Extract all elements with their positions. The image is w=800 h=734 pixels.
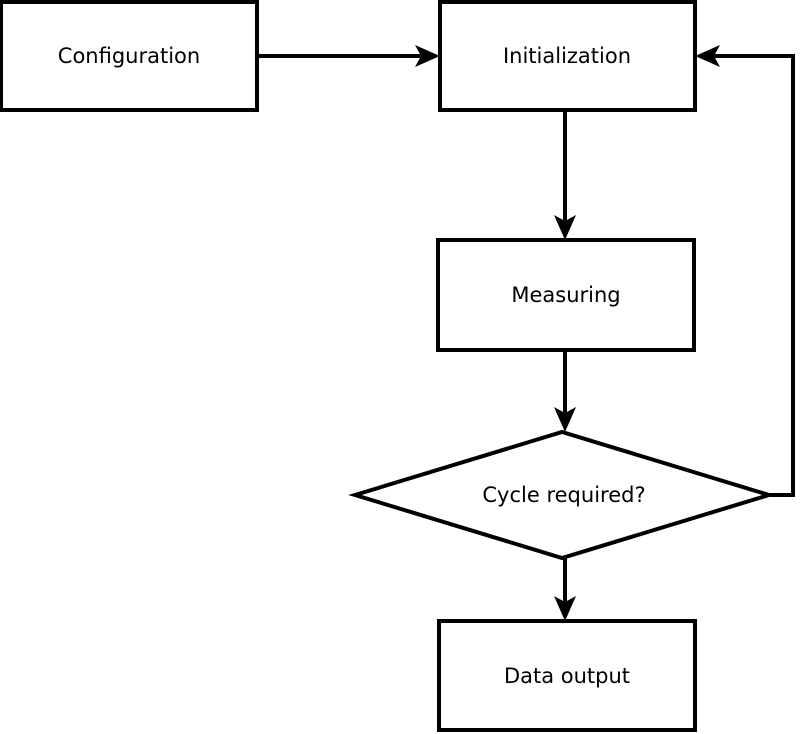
configuration-label: Configuration <box>58 44 200 68</box>
cycle-required-diamond[interactable] <box>348 429 776 561</box>
edge-configuration-to-initialization <box>257 45 440 67</box>
arrowhead-down-cycle-required <box>554 407 576 432</box>
measuring-box[interactable] <box>436 238 696 352</box>
initialization-label: Initialization <box>503 44 631 68</box>
node-measuring[interactable]: Measuring <box>436 238 696 352</box>
edge-line-feedback-loop <box>707 54 795 497</box>
configuration-box[interactable] <box>0 0 259 112</box>
arrowhead-down-data-output <box>554 596 576 621</box>
edge-cycle-required-to-data-output <box>554 556 576 621</box>
node-cycle-required[interactable]: Cycle required? <box>348 429 776 561</box>
node-data-output[interactable]: Data output <box>437 619 697 732</box>
cycle-required-label: Cycle required? <box>482 483 645 507</box>
edge-measuring-to-cycle-required <box>554 350 576 432</box>
data-output-label: Data output <box>504 664 630 688</box>
edge-initialization-to-measuring <box>554 110 576 240</box>
node-initialization[interactable]: Initialization <box>438 0 697 112</box>
arrowhead-left-initialization-feedback <box>695 45 720 67</box>
measuring-label: Measuring <box>511 283 620 307</box>
edge-cycle-required-to-initialization-feedback <box>695 45 795 497</box>
node-configuration[interactable]: Configuration <box>0 0 259 112</box>
arrowhead-down-measuring <box>554 215 576 240</box>
data-output-box[interactable] <box>437 619 697 732</box>
initialization-box[interactable] <box>438 0 697 112</box>
arrowhead-right-initialization <box>415 45 440 67</box>
